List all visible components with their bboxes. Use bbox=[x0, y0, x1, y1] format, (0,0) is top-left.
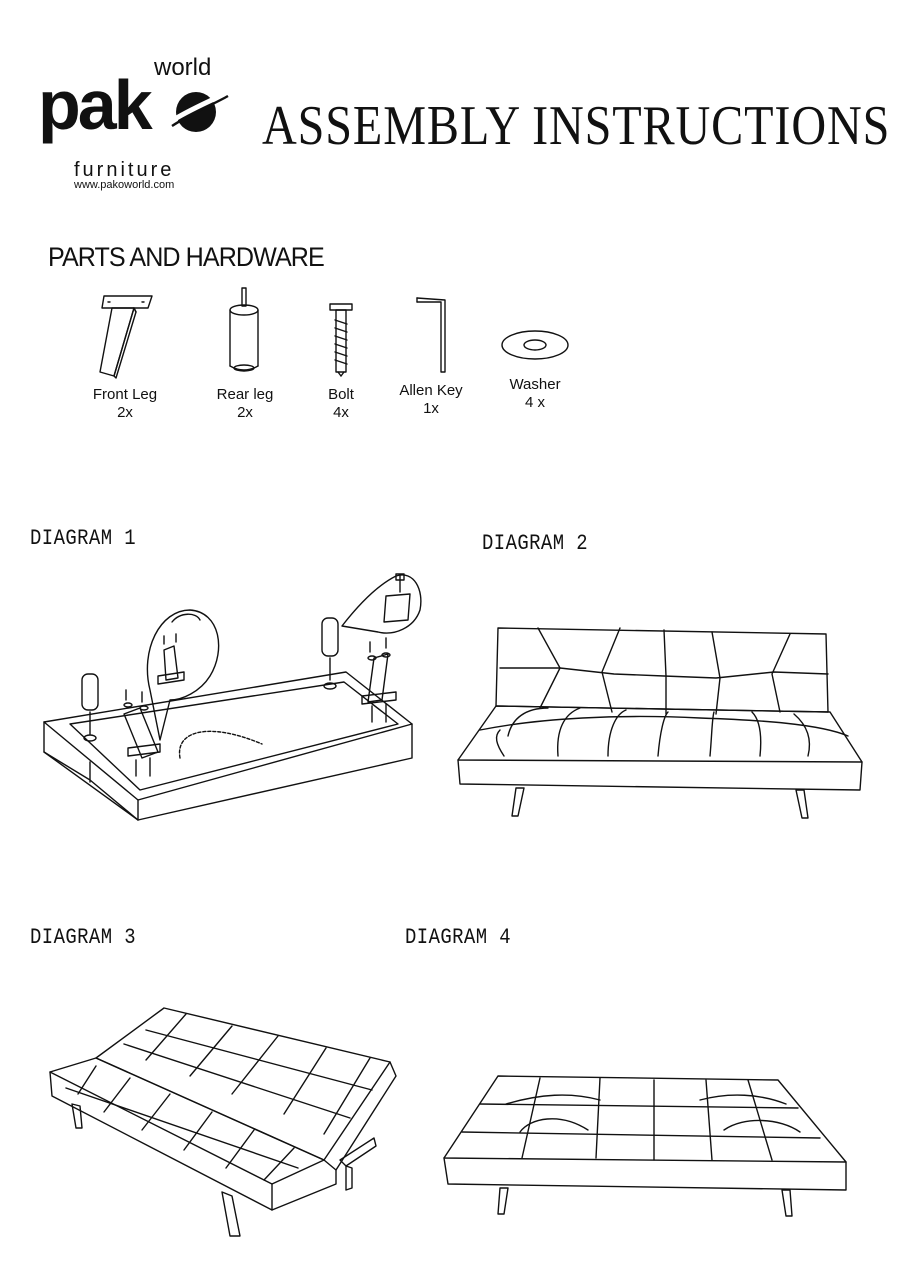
diagram-2-illustration bbox=[457, 627, 863, 819]
part-bolt: Bolt 4x bbox=[286, 300, 396, 422]
planet-icon bbox=[168, 89, 230, 132]
diagram-3-label: DIAGRAM 3 bbox=[30, 925, 137, 950]
diagram-4-illustration bbox=[443, 1075, 847, 1217]
logo-sup-text: world bbox=[154, 54, 212, 81]
allen-key-icon bbox=[416, 297, 446, 373]
front-leg-icon bbox=[99, 295, 153, 379]
part-qty: 2x bbox=[237, 404, 253, 421]
washer-icon bbox=[501, 330, 569, 360]
bolt-icon bbox=[329, 303, 353, 377]
diagram-3-illustration bbox=[49, 1007, 397, 1237]
part-allen-key: Allen Key 1x bbox=[376, 296, 486, 418]
part-name: Allen Key bbox=[399, 382, 463, 399]
part-qty: 2x bbox=[117, 404, 133, 421]
parts-heading: PARTS AND HARDWARE bbox=[48, 242, 325, 272]
diagram-2-label: DIAGRAM 2 bbox=[482, 531, 589, 556]
page-title: ASSEMBLY INSTRUCTIONS bbox=[262, 95, 891, 157]
part-qty: 4 x bbox=[524, 394, 545, 411]
diagram-1-illustration bbox=[43, 573, 422, 821]
part-name: Bolt bbox=[328, 386, 354, 403]
part-qty: 4x bbox=[333, 404, 349, 421]
part-name: Front Leg bbox=[92, 386, 158, 403]
part-rear-leg: Rear leg 2x bbox=[190, 286, 300, 422]
part-name: Washer bbox=[509, 376, 561, 393]
logo-main-text: pak bbox=[38, 66, 153, 144]
part-qty: 1x bbox=[423, 400, 439, 417]
rear-leg-icon bbox=[229, 287, 259, 372]
brand-logo: pak world furniture www.pakoworld.com bbox=[36, 52, 236, 192]
part-front-leg: Front Leg 2x bbox=[70, 292, 180, 422]
diagram-4-label: DIAGRAM 4 bbox=[405, 925, 512, 950]
diagram-1-label: DIAGRAM 1 bbox=[30, 526, 137, 551]
part-name: Rear leg bbox=[216, 386, 274, 403]
website-text: www.pakoworld.com bbox=[74, 179, 175, 191]
logo-sub-text: furniture bbox=[74, 159, 175, 181]
part-washer: Washer 4 x bbox=[480, 320, 590, 412]
